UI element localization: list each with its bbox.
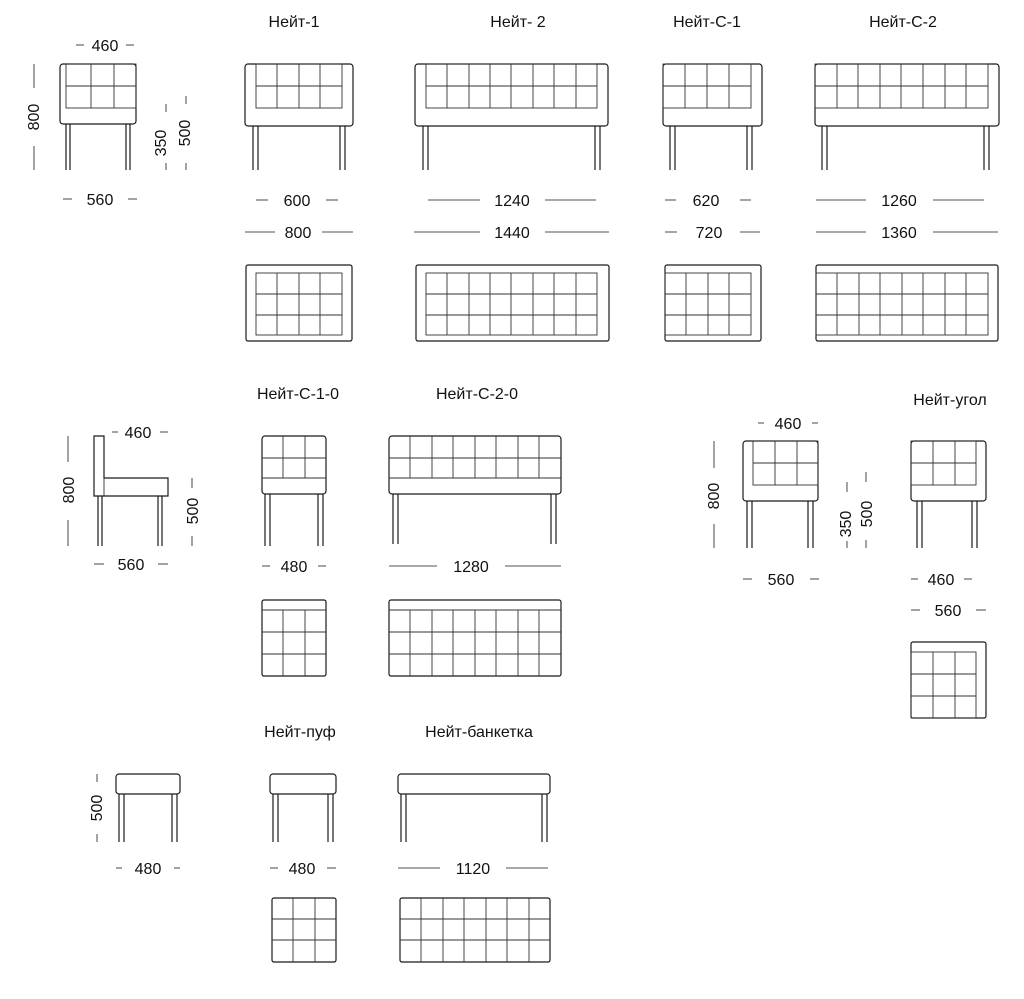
- dim-depth-top: 460: [92, 38, 119, 55]
- model-neit-c-1: Нейт-С-1 620 720: [662, 14, 763, 342]
- dim-width: 480: [289, 861, 316, 878]
- model-neit-c-2: Нейт-С-2 1260 1360: [814, 14, 1000, 342]
- side-view-armchair: 460 800 350 500 560: [26, 38, 194, 209]
- model-neit-c-1-0: Нейт-С-1-0 480: [257, 386, 339, 677]
- dim-width: 1120: [456, 861, 491, 878]
- dim-arm: 500: [177, 120, 194, 147]
- model-neit-1: Нейт-1 600 800: [244, 14, 354, 342]
- model-neit-banketka: Нейт-банкетка 1120: [397, 724, 551, 963]
- dim-width-total: 800: [285, 225, 312, 242]
- model-neit-ugol: Нейт-угол 460 560: [910, 392, 987, 719]
- model-name: Нейт- 2: [490, 14, 545, 31]
- side-body: [59, 63, 137, 125]
- dim-height: 800: [706, 483, 723, 510]
- model-name: Нейт-1: [269, 14, 320, 31]
- model-neit-c-2-0: Нейт-С-2-0 1280: [388, 386, 562, 677]
- model-name: Нейт-С-2-0: [436, 386, 518, 403]
- dim-seat: 350: [838, 511, 855, 538]
- dim-depth-top: 460: [775, 416, 802, 433]
- dim-height: 800: [26, 104, 43, 131]
- dim-depth-bottom: 560: [768, 572, 795, 589]
- model-name: Нейт-банкетка: [425, 724, 533, 741]
- side-view-pouf: 500 480: [89, 773, 181, 878]
- model-name: Нейт-С-1-0: [257, 386, 339, 403]
- dim-width-total: 1440: [494, 225, 530, 242]
- dim-width-seat: 460: [928, 572, 955, 589]
- dim-width: 1280: [453, 559, 489, 576]
- model-name: Нейт-С-2: [869, 14, 937, 31]
- dim-seat: 350: [153, 130, 170, 157]
- dim-width-total: 720: [696, 225, 723, 242]
- model-name: Нейт-угол: [913, 392, 986, 409]
- model-name: Нейт-пуф: [264, 724, 336, 741]
- side-view-corner: 460 800 350 500 560: [706, 416, 876, 589]
- model-neit-2: Нейт- 2 1240 1440: [414, 14, 610, 342]
- dim-width-seat: 1260: [881, 193, 917, 210]
- dim-seat: 500: [185, 498, 202, 525]
- model-neit-puf: Нейт-пуф 480: [264, 724, 337, 963]
- side-view-chair: 460 800 500 560: [61, 425, 202, 574]
- dim-width-seat: 600: [284, 193, 311, 210]
- dim-height: 800: [61, 477, 78, 504]
- dim-width-total: 560: [935, 603, 962, 620]
- dim-depth-top: 460: [125, 425, 152, 442]
- dim-depth-bottom: 560: [118, 557, 145, 574]
- dim-width-total: 1360: [881, 225, 917, 242]
- dim-depth-bottom: 560: [87, 192, 114, 209]
- model-name: Нейт-С-1: [673, 14, 741, 31]
- dim-width: 480: [281, 559, 308, 576]
- dim-width-seat: 1240: [494, 193, 530, 210]
- dim-arm: 500: [859, 501, 876, 528]
- dim-height: 500: [89, 795, 106, 822]
- dim-depth: 480: [135, 861, 162, 878]
- dim-width-seat: 620: [693, 193, 720, 210]
